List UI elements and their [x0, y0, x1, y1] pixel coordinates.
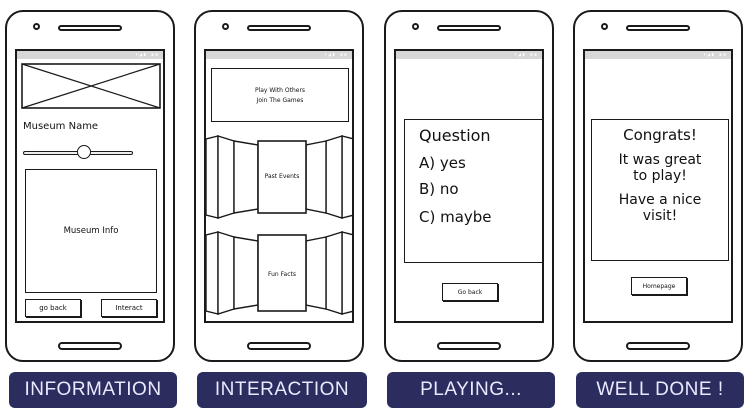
play-with-others-box[interactable]: Play With Others Join The Games [211, 68, 349, 122]
status-icons: ▾◢▮ ▪▪ [323, 52, 348, 58]
option-c[interactable]: C) maybe [419, 208, 492, 226]
caption-information: INFORMATION [9, 372, 177, 408]
past-events-carousel[interactable] [206, 133, 354, 221]
camera-icon [33, 23, 40, 30]
caption-interaction: INTERACTION [197, 372, 367, 408]
past-events-label: Past Events [264, 173, 300, 180]
phone-playing: ▾◢▮ ▪▪ Question A) yes B) no C) maybe Go… [384, 10, 554, 362]
status-icons: ▾◢▮ ▪▪ [702, 52, 727, 58]
screen-playing: ▾◢▮ ▪▪ Question A) yes B) no C) maybe Go… [394, 49, 544, 323]
caption-playing: PLAYING... [387, 372, 555, 408]
fun-facts-label: Fun Facts [268, 271, 296, 278]
status-bar: ▾◢▮ ▪▪ [585, 51, 731, 59]
message-line-2: to play! [633, 168, 687, 184]
status-bar: ▾◢▮ ▪▪ [17, 51, 163, 59]
fun-facts-carousel[interactable] [206, 229, 354, 317]
message-line-3: Have a nice [618, 192, 702, 208]
home-button[interactable] [58, 342, 122, 350]
slider[interactable] [23, 145, 133, 159]
message-line-4: visit! [642, 208, 678, 224]
caption-well-done: WELL DONE ! [576, 372, 744, 408]
phone-information: ▾◢▮ ▪▪ Museum Name Museum Info go back I… [5, 10, 175, 362]
join-the-games-label: Join The Games [256, 96, 304, 104]
phone-well-done: ▾◢▮ ▪▪ Congrats! It was great to play! H… [573, 10, 743, 362]
congrats-title: Congrats! [623, 126, 697, 144]
home-button[interactable] [437, 342, 501, 350]
status-icons: ▾◢▮ ▪▪ [134, 52, 159, 58]
go-back-button[interactable]: go back [25, 299, 81, 317]
status-bar: ▾◢▮ ▪▪ [396, 51, 542, 59]
screen-interaction: ▾◢▮ ▪▪ Play With Others Join The Games P… [204, 49, 354, 323]
screen-well-done: ▾◢▮ ▪▪ Congrats! It was great to play! H… [583, 49, 733, 323]
screen-information: ▾◢▮ ▪▪ Museum Name Museum Info go back I… [15, 49, 165, 323]
speaker-icon [626, 25, 690, 31]
speaker-icon [247, 25, 311, 31]
option-b[interactable]: B) no [419, 180, 459, 198]
play-with-others-label: Play With Others [254, 86, 306, 94]
museum-info-box: Museum Info [25, 169, 157, 293]
message-line-1: It was great [618, 152, 702, 168]
status-icons: ▾◢▮ ▪▪ [513, 52, 538, 58]
museum-name-label: Museum Name [23, 121, 99, 132]
speaker-icon [58, 25, 122, 31]
speaker-icon [437, 25, 501, 31]
go-back-button[interactable]: Go back [442, 283, 498, 301]
slider-knob[interactable] [76, 145, 91, 159]
homepage-button[interactable]: Homepage [631, 277, 687, 295]
option-a[interactable]: A) yes [419, 154, 466, 172]
interact-button[interactable]: Interact [101, 299, 157, 317]
question-box: Question A) yes B) no C) maybe [404, 119, 542, 263]
question-title: Question [419, 126, 491, 145]
camera-icon [601, 23, 608, 30]
home-button[interactable] [626, 342, 690, 350]
congrats-box: Congrats! It was great to play! Have a n… [591, 119, 729, 261]
status-bar: ▾◢▮ ▪▪ [206, 51, 352, 59]
image-placeholder [21, 63, 161, 109]
camera-icon [412, 23, 419, 30]
home-button[interactable] [247, 342, 311, 350]
camera-icon [222, 23, 229, 30]
museum-info-label: Museum Info [63, 226, 119, 236]
phone-interaction: ▾◢▮ ▪▪ Play With Others Join The Games P… [194, 10, 364, 362]
